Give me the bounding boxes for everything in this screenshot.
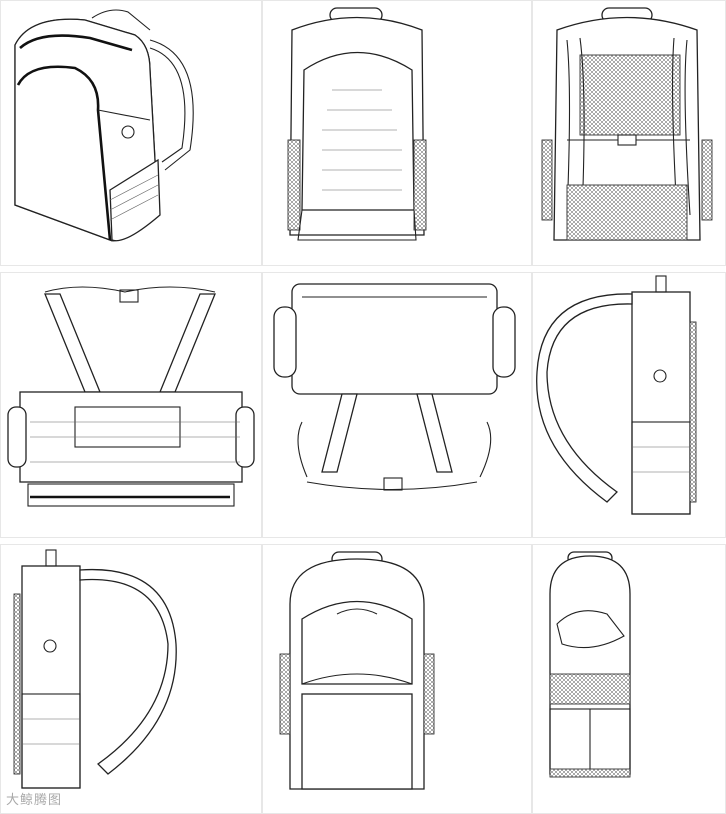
bottom-view-panel <box>262 272 532 538</box>
front-view-panel <box>262 0 532 266</box>
right-side-view-panel <box>532 272 726 538</box>
perspective-view-drawing <box>14 9 194 242</box>
top-view-drawing <box>7 286 255 507</box>
front-open-view-drawing <box>279 551 435 790</box>
front-view-drawing <box>287 7 427 241</box>
watermark-text: 大鲸腾图 <box>6 793 63 808</box>
front-open-view-panel <box>262 544 532 814</box>
perspective-view-panel <box>0 0 262 266</box>
back-view-panel <box>532 0 726 266</box>
interior-view-panel <box>532 544 726 814</box>
back-view-drawing <box>541 7 713 241</box>
right-side-view-drawing <box>536 275 697 515</box>
left-side-view-drawing <box>13 549 177 789</box>
interior-view-drawing <box>549 551 631 778</box>
bottom-view-drawing <box>273 283 516 491</box>
top-view-panel <box>0 272 262 538</box>
left-side-view-panel <box>0 544 262 814</box>
